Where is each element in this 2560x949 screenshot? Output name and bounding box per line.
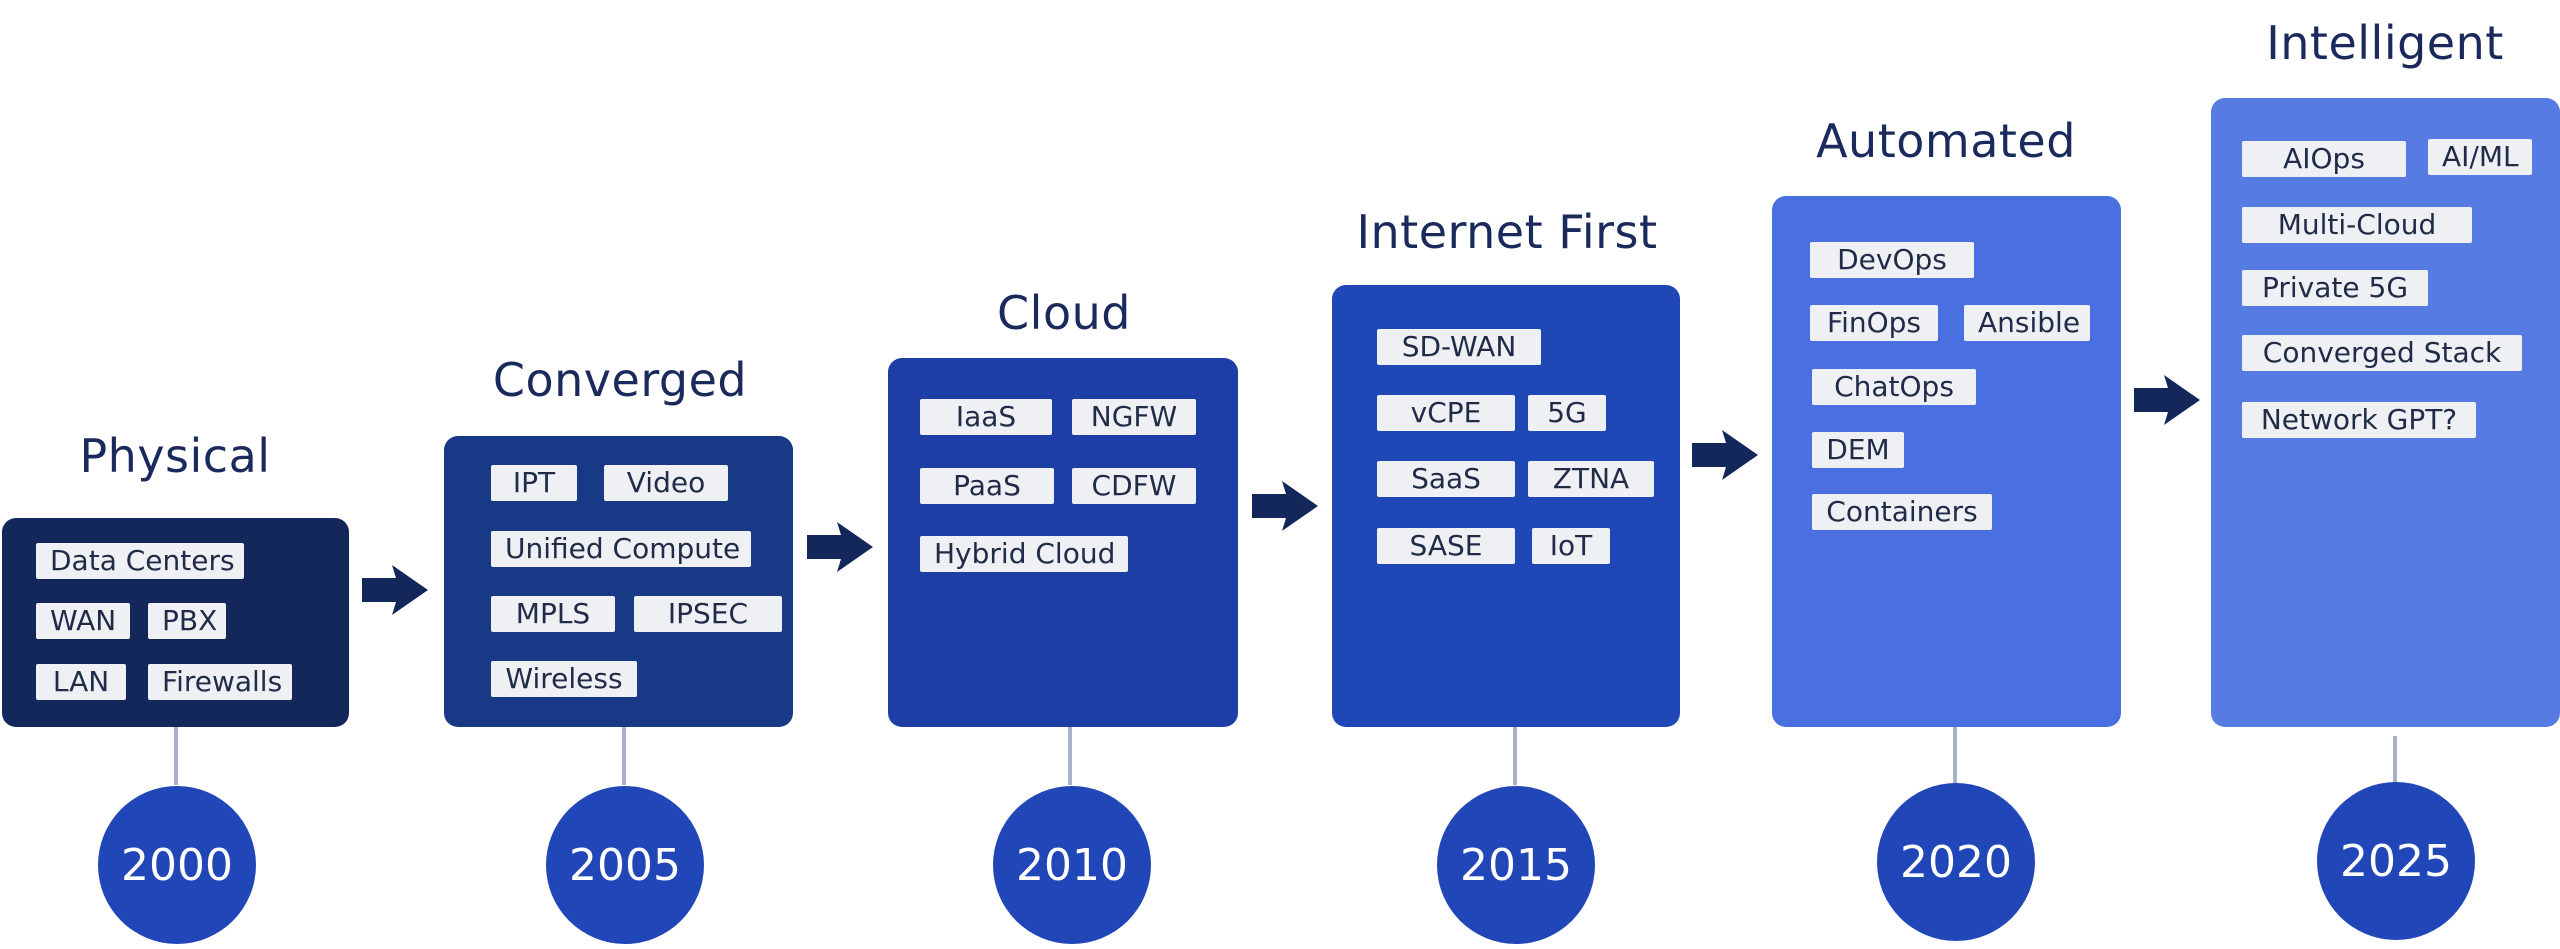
right-arrow-icon [1252,479,1318,533]
tag-finops: FinOps [1810,305,1938,341]
era-card-physical: Data Centers WAN PBX LAN Firewalls [2,518,349,727]
era-card-automated: DevOps FinOps Ansible ChatOps DEM Contai… [1772,196,2121,727]
tag-paas: PaaS [920,468,1054,504]
tag-firewalls: Firewalls [148,664,292,700]
tag-mpls: MPLS [491,596,615,632]
tag-chatops: ChatOps [1812,369,1976,405]
tag-devops: DevOps [1810,242,1974,278]
tag-wan: WAN [36,603,130,639]
era-card-internet-first: SD-WAN vCPE 5G SaaS ZTNA SASE IoT [1332,285,1680,727]
year-circle-2020: 2020 [1877,783,2035,941]
timeline-stem [1953,727,1957,785]
era-title-intelligent: Intelligent [2266,16,2504,70]
tag-wireless: Wireless [491,661,637,697]
tag-cdfw: CDFW [1072,468,1196,504]
timeline-stem [174,727,178,785]
tag-dem: DEM [1812,432,1904,468]
tag-vcpe: vCPE [1377,395,1515,431]
tag-ngfw: NGFW [1072,399,1196,435]
tag-saas: SaaS [1377,461,1515,497]
tag-multi-cloud: Multi-Cloud [2242,207,2472,243]
tag-sd-wan: SD-WAN [1377,329,1541,365]
tag-sase: SASE [1377,528,1515,564]
timeline-stem [1513,727,1517,785]
tag-iaas: IaaS [920,399,1052,435]
tag-unified-compute: Unified Compute [491,531,751,567]
era-title-converged: Converged [492,353,748,407]
tag-network-gpt: Network GPT? [2242,402,2476,438]
tag-ztna: ZTNA [1528,461,1654,497]
tag-ansible: Ansible [1964,305,2090,341]
tag-converged-stack: Converged Stack [2242,335,2522,371]
tag-hybrid-cloud: Hybrid Cloud [920,536,1128,572]
tag-aiops: AIOps [2242,141,2406,177]
right-arrow-icon [807,520,873,574]
tag-5g: 5G [1528,395,1606,431]
tag-ipt: IPT [491,465,577,501]
year-circle-2005: 2005 [546,786,704,944]
timeline-stem [622,727,626,785]
era-card-intelligent: AIOps AI/ML Multi-Cloud Private 5G Conve… [2211,98,2560,727]
era-title-internet-first: Internet First [1356,205,1658,259]
tag-ipsec: IPSEC [634,596,782,632]
era-title-automated: Automated [1816,114,2076,168]
era-title-cloud: Cloud [997,286,1131,340]
tag-data-centers: Data Centers [36,543,244,579]
year-circle-2015: 2015 [1437,786,1595,944]
era-card-cloud: IaaS NGFW PaaS CDFW Hybrid Cloud [888,358,1238,727]
tag-private-5g: Private 5G [2242,270,2428,306]
timeline-stem [1068,727,1072,785]
timeline-stem [2393,736,2397,784]
tag-containers: Containers [1812,494,1992,530]
tag-video: Video [604,465,728,501]
year-circle-2000: 2000 [98,786,256,944]
right-arrow-icon [362,563,428,617]
year-circle-2010: 2010 [993,786,1151,944]
tag-pbx: PBX [148,603,226,639]
right-arrow-icon [1692,428,1758,482]
era-card-converged: IPT Video Unified Compute MPLS IPSEC Wir… [444,436,793,727]
tag-iot: IoT [1532,528,1610,564]
tag-ai-ml: AI/ML [2428,139,2532,175]
year-circle-2025: 2025 [2317,782,2475,940]
tag-lan: LAN [36,664,126,700]
right-arrow-icon [2134,373,2200,427]
era-title-physical: Physical [79,429,271,483]
